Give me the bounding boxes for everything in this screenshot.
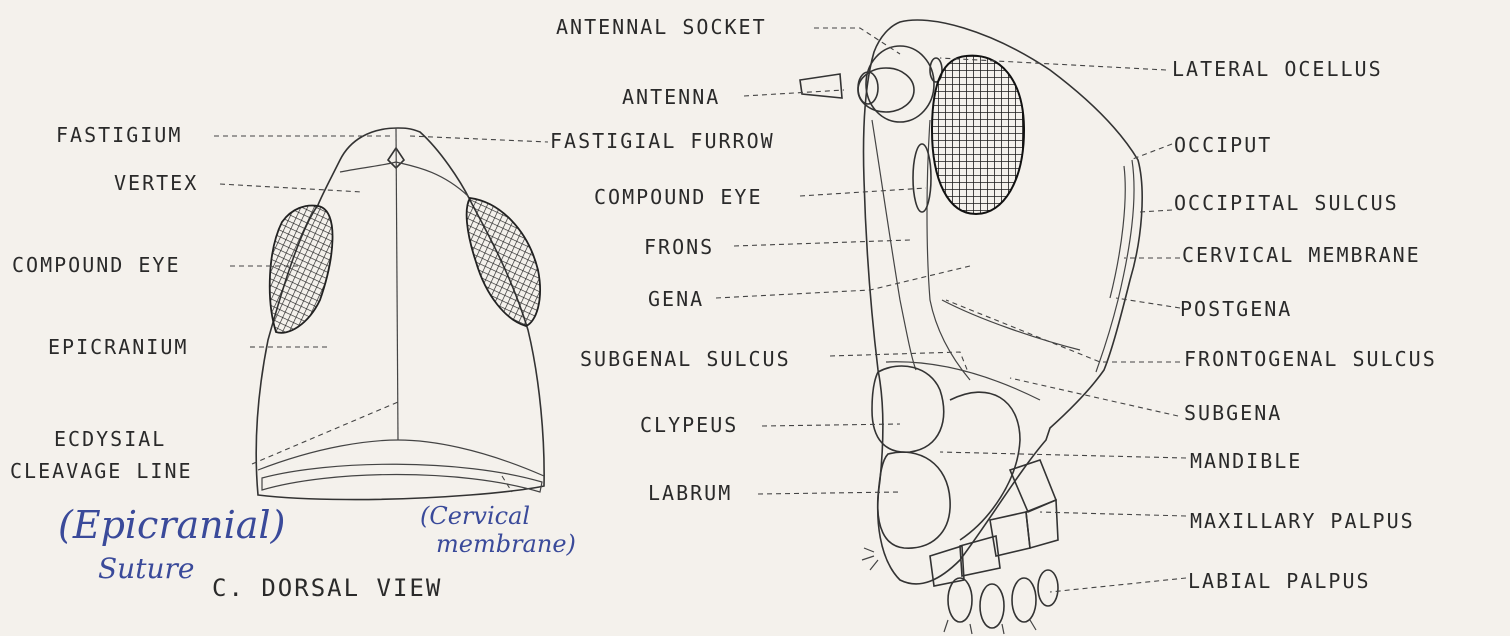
handwritten-membrane: membrane) bbox=[436, 530, 576, 558]
handwritten-epicranial: (Epicranial) bbox=[58, 503, 285, 547]
label-labial-palpus: LABIAL PALPUS bbox=[1188, 569, 1371, 593]
dorsal-view-caption: C. DORSAL VIEW bbox=[212, 574, 442, 602]
label-compound-eye-dorsal: COMPOUND EYE bbox=[12, 253, 181, 277]
label-subgenal-sulcus: SUBGENAL SULCUS bbox=[580, 347, 791, 371]
lateral-labrum bbox=[878, 452, 950, 548]
label-fastigium: FASTIGIUM bbox=[56, 123, 182, 147]
label-gena: GENA bbox=[648, 287, 704, 311]
lateral-mandible bbox=[950, 392, 1020, 540]
label-compound-eye-lateral: COMPOUND EYE bbox=[594, 185, 763, 209]
label-cleavage-line: CLEAVAGE LINE bbox=[10, 459, 193, 483]
handwritten-suture: Suture bbox=[98, 552, 194, 585]
label-labrum: LABRUM bbox=[648, 481, 732, 505]
label-epicranium: EPICRANIUM bbox=[48, 335, 188, 359]
label-occipital-sulcus: OCCIPITAL SULCUS bbox=[1174, 191, 1399, 215]
cervical-membrane-dorsal bbox=[262, 464, 542, 492]
label-occiput: OCCIPUT bbox=[1174, 133, 1272, 157]
occipital-ridge bbox=[1096, 160, 1134, 372]
dorsal-leader-lines bbox=[214, 136, 548, 492]
antennal-socket-ring bbox=[866, 46, 934, 122]
label-subgena: SUBGENA bbox=[1184, 401, 1282, 425]
label-cervical-membrane: CERVICAL MEMBRANE bbox=[1182, 243, 1421, 267]
label-mandible: MANDIBLE bbox=[1190, 449, 1302, 473]
label-clypeus: CLYPEUS bbox=[640, 413, 738, 437]
lateral-compound-eye bbox=[932, 56, 1024, 214]
label-lateral-ocellus: LATERAL OCELLUS bbox=[1172, 57, 1383, 81]
label-antennal-socket: ANTENNAL SOCKET bbox=[556, 15, 767, 39]
dorsal-view-drawing bbox=[256, 128, 544, 500]
label-maxillary-palpus: MAXILLARY PALPUS bbox=[1190, 509, 1415, 533]
maxillary-palpus-drawing bbox=[930, 460, 1058, 586]
dorsal-left-eye bbox=[270, 206, 333, 333]
handwritten-annotations: (Epicranial) Suture (Cervical membrane) bbox=[58, 502, 576, 585]
lateral-antenna bbox=[800, 74, 842, 98]
frons-ridge bbox=[872, 120, 916, 370]
lateral-view-drawing bbox=[800, 20, 1142, 634]
handwritten-cervical: (Cervical bbox=[420, 502, 530, 530]
lateral-right-labels: LATERAL OCELLUS OCCIPUT OCCIPITAL SULCUS… bbox=[1172, 57, 1437, 593]
label-ecdysial: ECDYSIAL bbox=[54, 427, 166, 451]
ecdysial-midline bbox=[396, 128, 398, 440]
label-antenna: ANTENNA bbox=[622, 85, 720, 109]
lateral-left-labels: ANTENNAL SOCKET ANTENNA COMPOUND EYE FRO… bbox=[556, 15, 791, 505]
label-vertex: VERTEX bbox=[114, 171, 198, 195]
label-frontogenal-sulcus: FRONTOGENAL SULCUS bbox=[1184, 347, 1437, 371]
dorsal-right-eye bbox=[467, 198, 540, 326]
label-frons: FRONS bbox=[644, 235, 714, 259]
label-postgena: POSTGENA bbox=[1180, 297, 1292, 321]
label-fastigial-furrow: FASTIGIAL FURROW bbox=[550, 129, 775, 153]
